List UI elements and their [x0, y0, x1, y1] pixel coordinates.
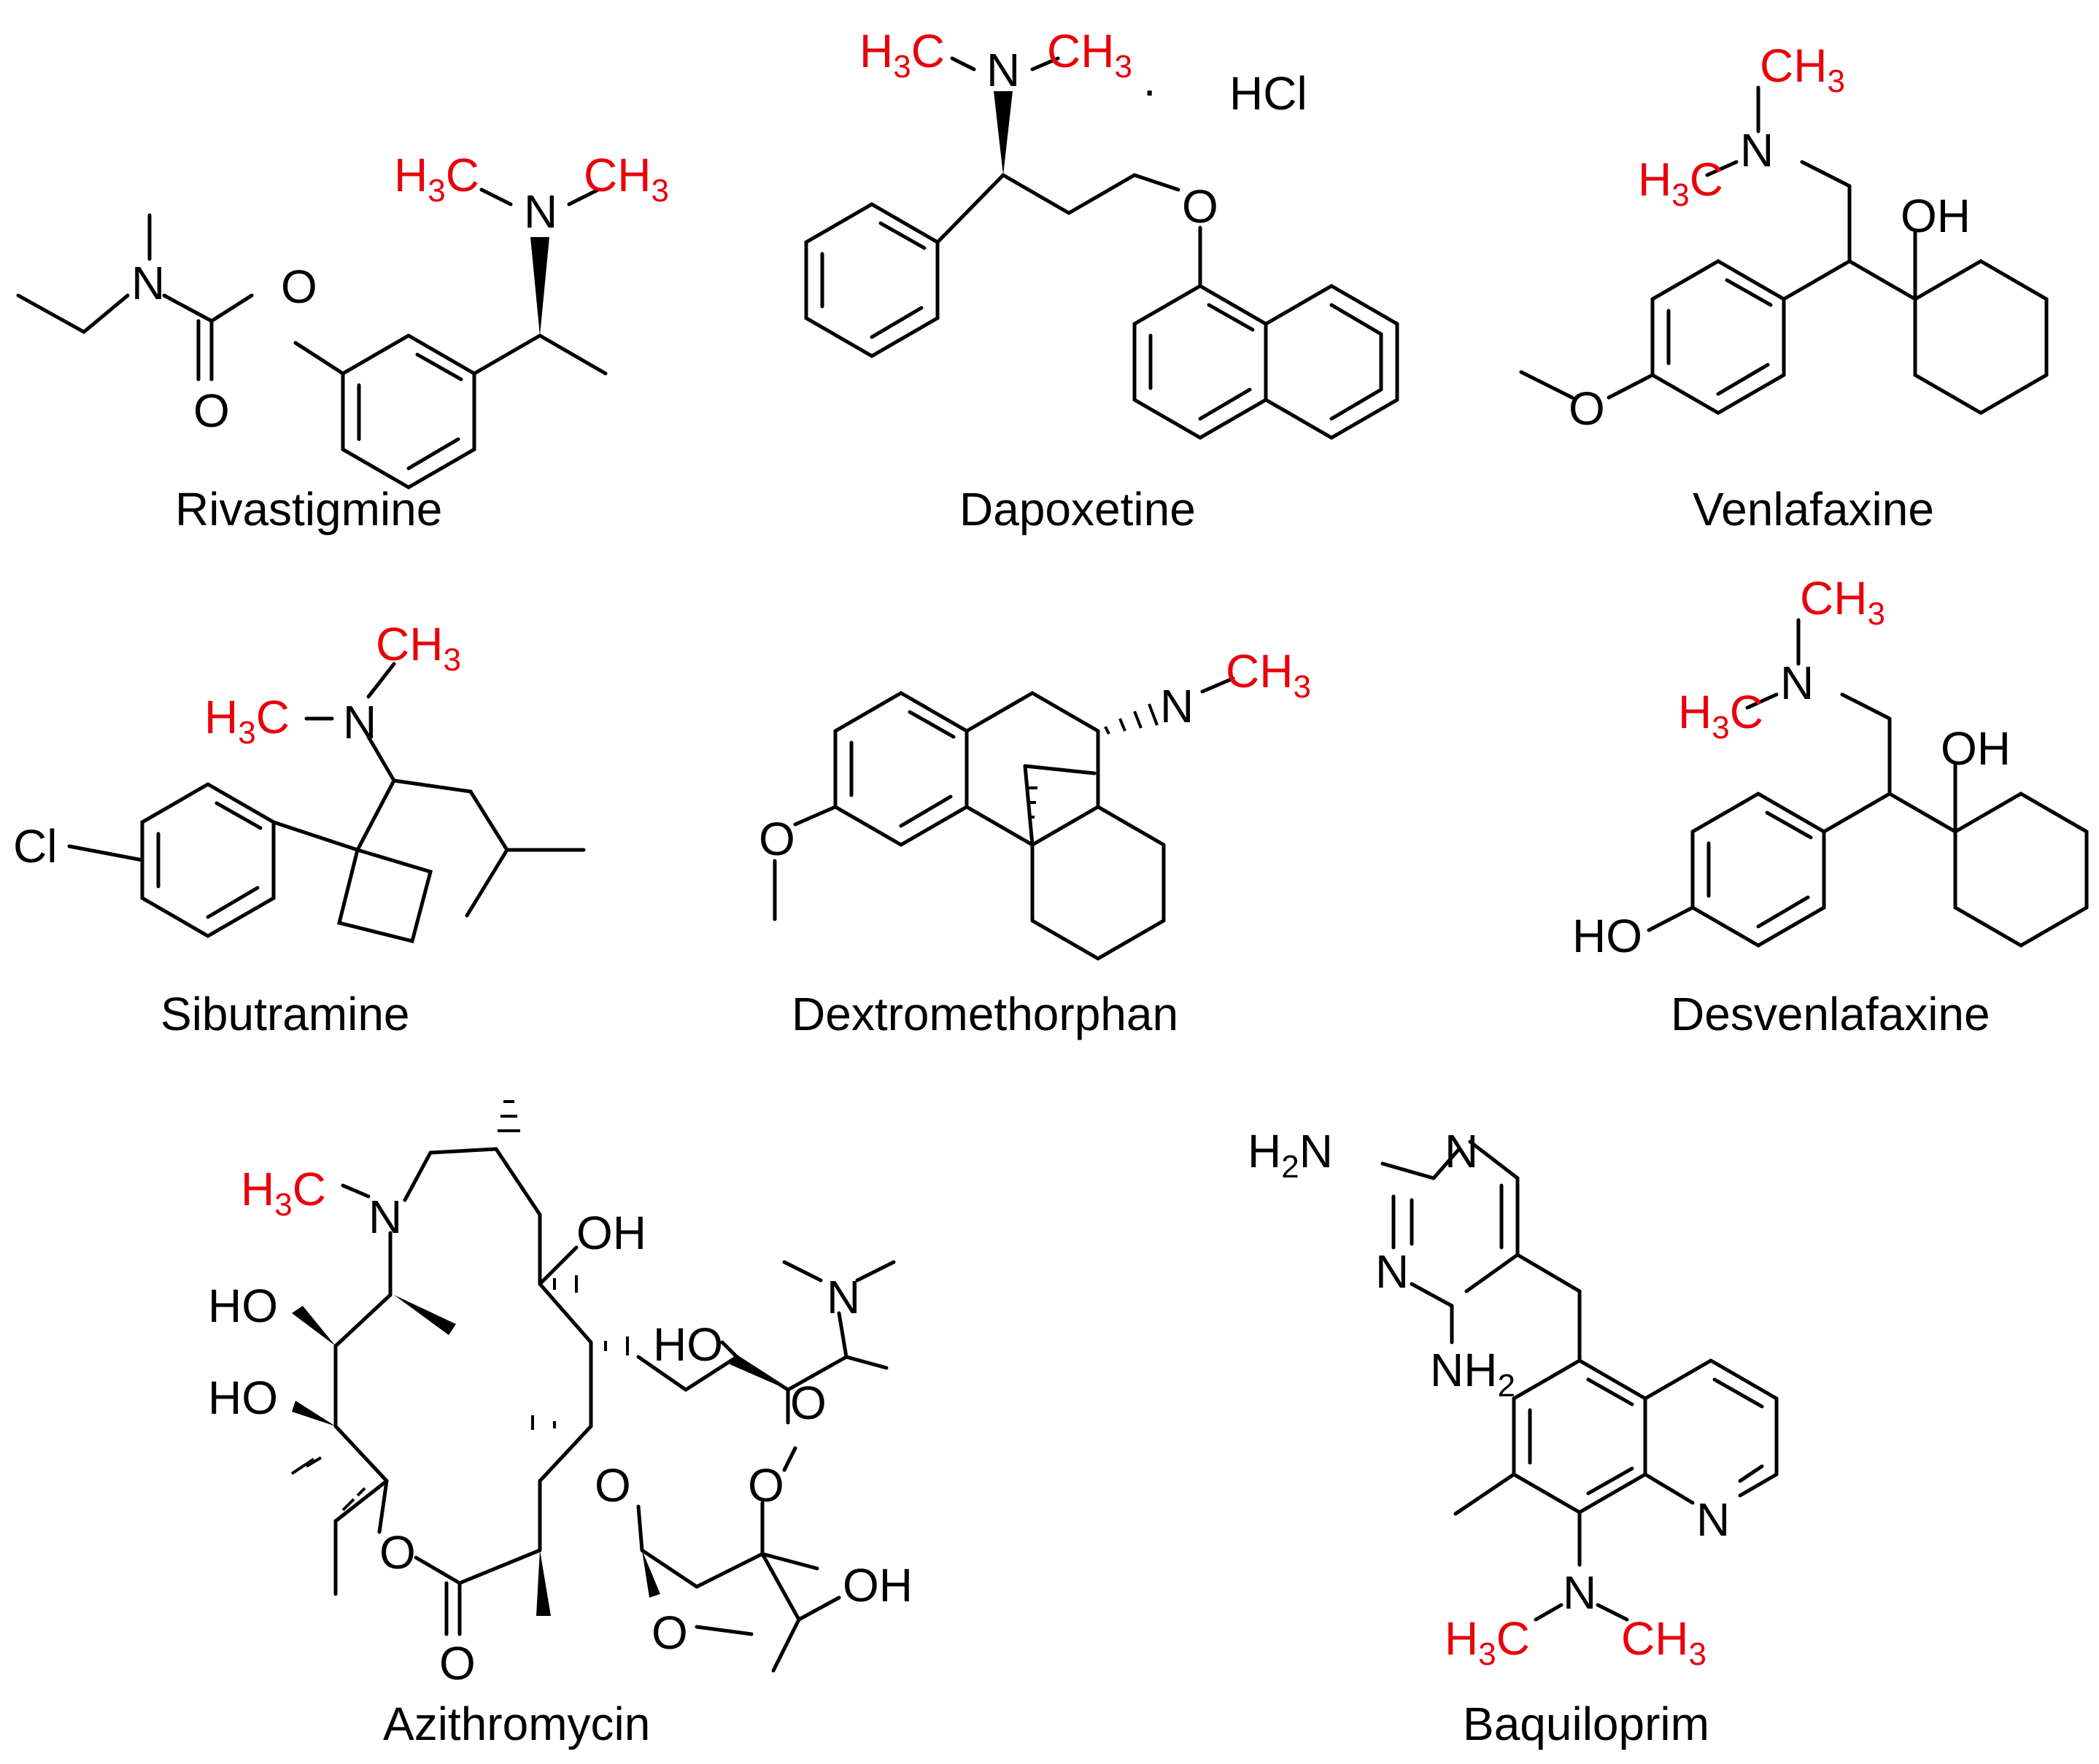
atom-nitrogen-carbamate: N [131, 257, 165, 309]
methyl-left: H3C [1678, 686, 1763, 746]
compound-name-venlafaxine: Venlafaxine [1693, 483, 1934, 535]
compound-name-azithromycin: Azithromycin [383, 1698, 650, 1750]
atom-nitrogen: N [343, 696, 376, 748]
structure-desvenlafaxine: N OH HO CH3 H3C Desvenlafaxine [1572, 572, 2089, 1040]
methyl-right: CH3 [1047, 25, 1132, 85]
compound-name-dapoxetine: Dapoxetine [959, 483, 1196, 535]
atom-oxygen-ester: O [281, 260, 317, 313]
stereo-bonds [292, 1295, 788, 1616]
atom-oxygen-link: O [595, 1459, 631, 1512]
atom-hydroxyl-cladinose: OH [843, 1559, 913, 1612]
atom-nitrogen-dimethylamino: N [1563, 1566, 1596, 1619]
atom-chlorine: Cl [13, 820, 57, 873]
structure-venlafaxine: N OH O CH3 H3C Venlafaxine [1519, 39, 2049, 535]
hashed-bond [1027, 703, 1159, 819]
atom-amine-top: H2N [1248, 1125, 1333, 1185]
atom-nitrogen-quinoline: N [1696, 1493, 1730, 1546]
atom-nitrogen-2: N [1375, 1245, 1409, 1298]
hashed-bonds [290, 1100, 629, 1512]
atom-hydroxyl-2: HO [208, 1280, 278, 1332]
atom-nitrogen: N [1740, 124, 1774, 177]
methyl-top: CH3 [1760, 39, 1845, 99]
methyl-left: H3C [859, 25, 945, 85]
atom-oxygen-ring: O [379, 1526, 416, 1579]
methyl-top: CH3 [376, 618, 461, 678]
atom-oxygen-carbonyl: O [439, 1637, 476, 1690]
structure-dapoxetine: N O H3C CH3 · HCl Dapoxetine [804, 25, 1399, 535]
atom-hydroxyl-sugar: HO [653, 1318, 723, 1371]
salt-dot: · [1142, 63, 1157, 116]
atom-hydroxyl-phenol: HO [1572, 910, 1642, 962]
wedge-bond [530, 237, 549, 336]
atom-oxygen-methoxy: O [748, 1459, 784, 1512]
structure-rivastigmine: O O N N H3C CH3 Rivastigmine [16, 149, 669, 535]
salt-hcl: HCl [1229, 67, 1307, 120]
atom-nitrogen: N [1780, 657, 1814, 709]
structure-azithromycin: N H3C OH HO HO HO N O O O O O O OH Azith… [208, 1100, 913, 1750]
methyl-left: H3C [204, 691, 290, 751]
atom-nitrogen-1: N [1445, 1125, 1478, 1177]
methyl-right: CH3 [584, 149, 669, 209]
structure-sibutramine: N Cl CH3 H3C Sibutramine [13, 618, 586, 1040]
compound-name-dextromethorphan: Dextromethorphan [792, 988, 1178, 1040]
atom-amine: NH2 [1430, 1344, 1515, 1404]
compound-name-sibutramine: Sibutramine [161, 988, 410, 1040]
wedge-bond [994, 91, 1013, 175]
methyl-top: CH3 [1800, 572, 1885, 632]
methyl-n: H3C [241, 1163, 326, 1223]
atom-oxygen-carbonyl: O [193, 384, 230, 437]
methyl-left: H3C [1638, 153, 1723, 213]
atom-hydroxyl-1: OH [576, 1207, 646, 1259]
compound-name-baquiloprim: Baquiloprim [1463, 1698, 1709, 1750]
methyl: CH3 [1226, 645, 1311, 705]
atom-hydroxyl-3: HO [208, 1372, 278, 1424]
atom-nitrogen-ring: N [368, 1191, 402, 1243]
atom-nitrogen-sugar: N [827, 1271, 860, 1323]
atom-oxygen-methoxy: O [1569, 382, 1605, 435]
methyl-right: CH3 [1621, 1612, 1706, 1672]
atom-oxygen-sugar1: O [790, 1377, 827, 1429]
atom-nitrogen-dimethylamino: N [524, 185, 557, 238]
methyl-left: H3C [1445, 1612, 1530, 1672]
atom-nitrogen: N [1160, 680, 1194, 732]
atom-nitrogen: N [986, 44, 1020, 96]
methyl-left: H3C [394, 149, 479, 209]
atom-hydroxyl: OH [1901, 190, 1971, 242]
atom-oxygen-sugar2: O [652, 1606, 688, 1659]
compound-name-desvenlafaxine: Desvenlafaxine [1671, 988, 1990, 1040]
atom-oxygen: O [1182, 180, 1218, 233]
atom-oxygen-methoxy: O [759, 813, 795, 865]
atom-hydroxyl: OH [1941, 722, 2011, 775]
compound-name-rivastigmine: Rivastigmine [175, 483, 442, 535]
structure-baquiloprim: H2N N N NH2 N N H3C CH3 Baquiloprim [1248, 1125, 1779, 1750]
structure-dextromethorphan: N O CH3 Dextromethorphan [759, 645, 1311, 1040]
